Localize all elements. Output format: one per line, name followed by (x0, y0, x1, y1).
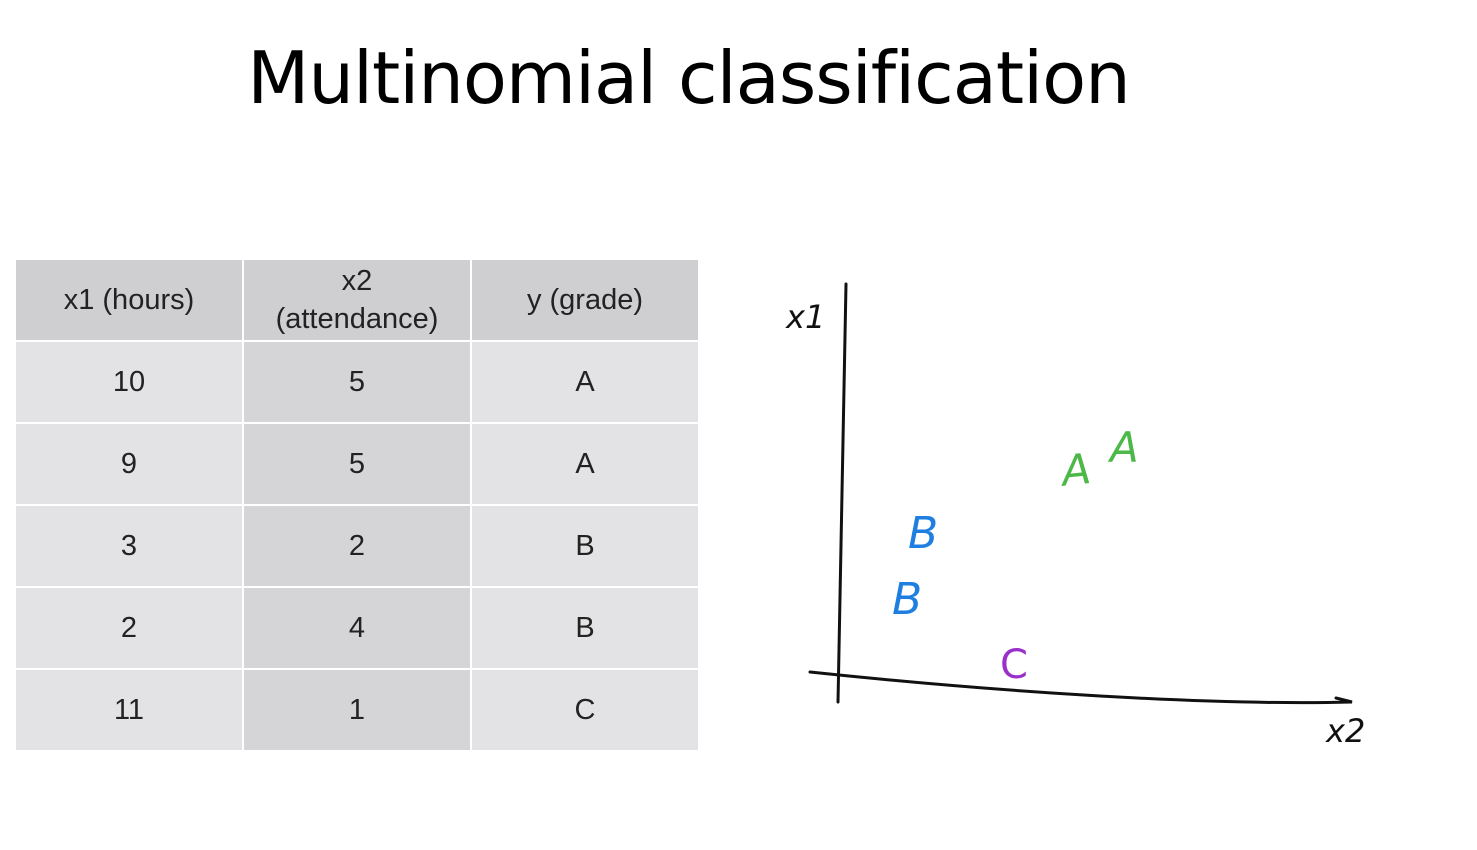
table-header-row: x1 (hours) x2 (attendance) y (grade) (14, 258, 700, 342)
cell-y: A (470, 422, 700, 506)
data-table: x1 (hours) x2 (attendance) y (grade) 10 … (14, 258, 700, 752)
x-axis-label: x2 (1325, 712, 1365, 750)
cell-x1: 2 (14, 586, 244, 670)
cell-y: A (470, 340, 700, 424)
cell-y: B (470, 586, 700, 670)
scatter-sketch: x1 x2 A A B B C (785, 282, 1365, 750)
x-axis-line (808, 670, 1353, 705)
header-x2-text: x2 (attendance) (275, 265, 439, 335)
y-axis-label: x1 (785, 298, 825, 336)
slide-title: Multinomial classification (247, 36, 1131, 120)
table-row: 3 2 B (14, 504, 700, 588)
table-row: 10 5 A (14, 340, 700, 424)
cell-x1: 10 (14, 340, 244, 424)
point-a-1: A (1057, 444, 1094, 496)
point-b-1: B (908, 508, 938, 559)
cell-x2: 1 (242, 668, 472, 752)
point-c: C (1000, 642, 1028, 688)
cell-x1: 3 (14, 504, 244, 588)
table-row: 2 4 B (14, 586, 700, 670)
cell-x2: 2 (242, 504, 472, 588)
cell-x1: 9 (14, 422, 244, 506)
point-a-2: A (1107, 423, 1139, 472)
y-axis-line (836, 282, 848, 704)
cell-x1: 11 (14, 668, 244, 752)
point-b-2: B (892, 574, 922, 625)
header-x1: x1 (hours) (14, 258, 244, 342)
cell-x2: 4 (242, 586, 472, 670)
header-x2: x2 (attendance) (242, 258, 472, 342)
cell-y: C (470, 668, 700, 752)
cell-x2: 5 (242, 340, 472, 424)
table-row: 11 1 C (14, 668, 700, 752)
cell-x2: 5 (242, 422, 472, 506)
cell-y: B (470, 504, 700, 588)
table-row: 9 5 A (14, 422, 700, 506)
header-y: y (grade) (470, 258, 700, 342)
